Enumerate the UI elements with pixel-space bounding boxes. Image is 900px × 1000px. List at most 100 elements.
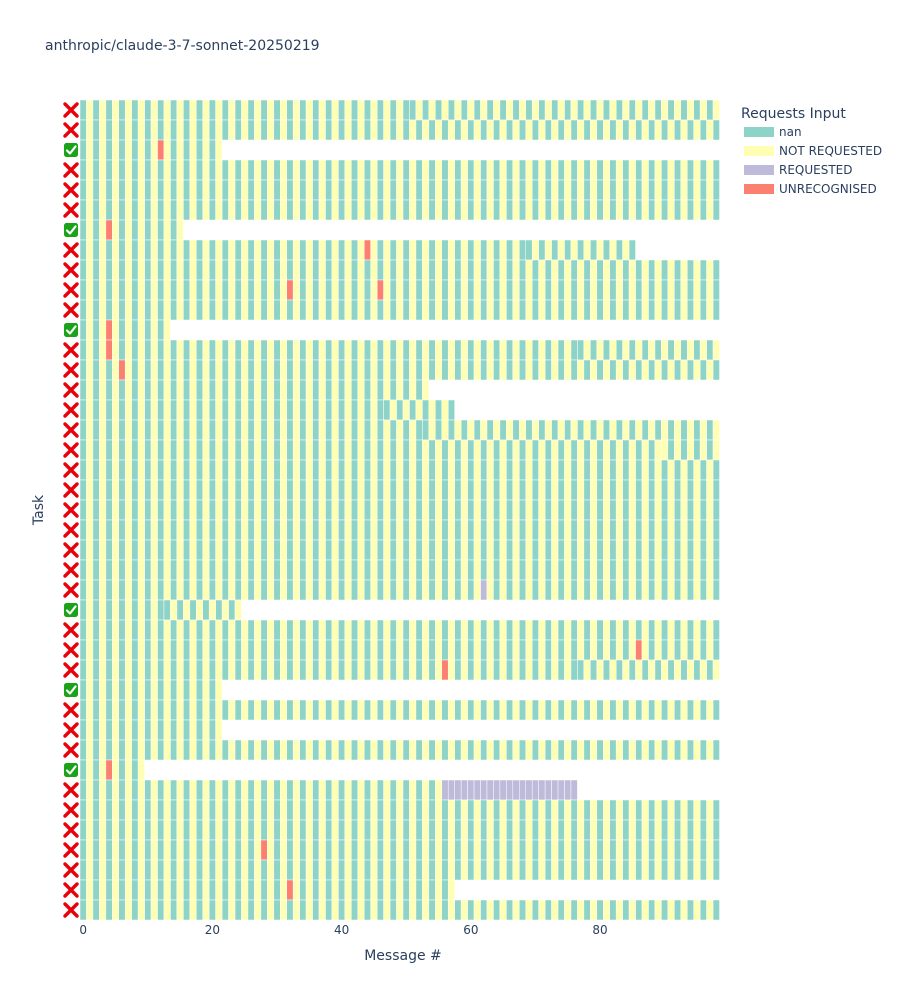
heatmap-cell — [402, 659, 410, 681]
heatmap-cell — [654, 699, 662, 721]
heatmap-cell — [325, 259, 333, 281]
heatmap-cell — [609, 859, 617, 881]
cross-icon — [63, 702, 79, 718]
heatmap-cell — [667, 799, 675, 821]
heatmap-cell — [383, 839, 391, 861]
heatmap-cell — [473, 659, 481, 681]
heatmap-cell — [112, 639, 120, 661]
heatmap-cell — [706, 159, 714, 181]
heatmap-cell — [286, 499, 294, 521]
heatmap-cell — [654, 359, 662, 381]
heatmap-cell — [131, 119, 139, 141]
heatmap-cell — [564, 499, 572, 521]
heatmap-cell — [241, 579, 249, 601]
heatmap-cell — [557, 259, 565, 281]
heatmap-cell — [183, 159, 191, 181]
heatmap-cell — [415, 819, 423, 841]
heatmap-cell — [234, 739, 242, 761]
heatmap-cell — [415, 839, 423, 861]
heatmap-cell — [79, 419, 87, 441]
heatmap-cell — [609, 579, 617, 601]
heatmap-cell — [357, 879, 365, 901]
heatmap-cell — [280, 279, 287, 301]
heatmap-cell — [628, 239, 636, 261]
heatmap-cell — [92, 439, 100, 461]
heatmap-cell — [680, 419, 688, 441]
heatmap-cell — [590, 619, 598, 641]
heatmap-cell — [389, 339, 397, 361]
heatmap-cell — [519, 99, 526, 121]
heatmap-cell — [376, 659, 384, 681]
heatmap-cell — [170, 559, 178, 581]
heatmap-cell — [176, 399, 184, 421]
legend-item-label[interactable]: REQUESTED — [779, 163, 853, 177]
heatmap-cell — [538, 699, 546, 721]
heatmap-cell — [312, 519, 320, 541]
heatmap-cell — [299, 199, 307, 221]
heatmap-cell — [428, 119, 436, 141]
heatmap-cell — [124, 499, 132, 521]
heatmap-cell — [170, 399, 178, 421]
heatmap-cell — [215, 739, 223, 761]
heatmap-cell — [150, 499, 158, 521]
heatmap-cell — [409, 299, 417, 321]
heatmap-cell — [228, 279, 236, 301]
heatmap-cell — [189, 99, 197, 121]
heatmap-cell — [402, 439, 410, 461]
heatmap-cell — [202, 439, 210, 461]
heatmap-cell — [99, 199, 107, 221]
heatmap-cell — [131, 479, 139, 501]
heatmap-cell — [577, 359, 585, 381]
heatmap-cell — [538, 899, 546, 921]
heatmap-cell — [435, 199, 443, 221]
legend-item-label[interactable]: UNRECOGNISED — [779, 182, 877, 196]
heatmap-cell — [86, 799, 94, 821]
heatmap-cell — [79, 759, 87, 781]
heatmap-cell — [215, 439, 223, 461]
legend-item-label[interactable]: NOT REQUESTED — [779, 144, 882, 158]
heatmap-cell — [344, 899, 352, 921]
heatmap-cell — [706, 439, 714, 461]
heatmap-cell — [325, 879, 333, 901]
heatmap-cell — [318, 339, 326, 361]
heatmap-cell — [144, 499, 152, 521]
heatmap-cell — [105, 579, 113, 601]
legend-item-label[interactable]: nan — [779, 125, 802, 139]
heatmap-cell — [124, 639, 132, 661]
heatmap-cell — [363, 359, 371, 381]
heatmap-cell — [86, 599, 94, 621]
heatmap-cell — [486, 739, 494, 761]
heatmap-cell — [221, 639, 229, 661]
heatmap-cell — [706, 339, 714, 361]
heatmap-cell — [435, 779, 443, 801]
heatmap-cell — [234, 559, 242, 581]
heatmap-cell — [389, 359, 397, 381]
heatmap-cell — [499, 479, 507, 501]
heatmap-cell — [493, 739, 501, 761]
heatmap-cell — [674, 279, 682, 301]
heatmap-cell — [150, 599, 158, 621]
heatmap-cell — [241, 739, 249, 761]
heatmap-cell — [86, 479, 94, 501]
heatmap-cell — [118, 479, 126, 501]
heatmap-cell — [486, 539, 494, 561]
heatmap-cell — [363, 99, 371, 121]
heatmap-cell — [170, 99, 178, 121]
heatmap-cell — [170, 799, 178, 821]
heatmap-cell — [99, 699, 107, 721]
heatmap-cell — [299, 859, 307, 881]
heatmap-cell — [338, 399, 346, 421]
heatmap-cell — [409, 259, 417, 281]
heatmap-cell — [454, 779, 462, 801]
heatmap-cell — [318, 359, 326, 381]
heatmap-cell — [383, 859, 391, 881]
heatmap-cell — [318, 559, 326, 581]
heatmap-cell — [131, 139, 139, 161]
heatmap-cell — [615, 279, 623, 301]
heatmap-cell — [105, 199, 113, 221]
heatmap-cell — [415, 259, 423, 281]
heatmap-cell — [247, 379, 255, 401]
heatmap-cell — [260, 159, 268, 181]
heatmap-cell — [196, 799, 203, 821]
